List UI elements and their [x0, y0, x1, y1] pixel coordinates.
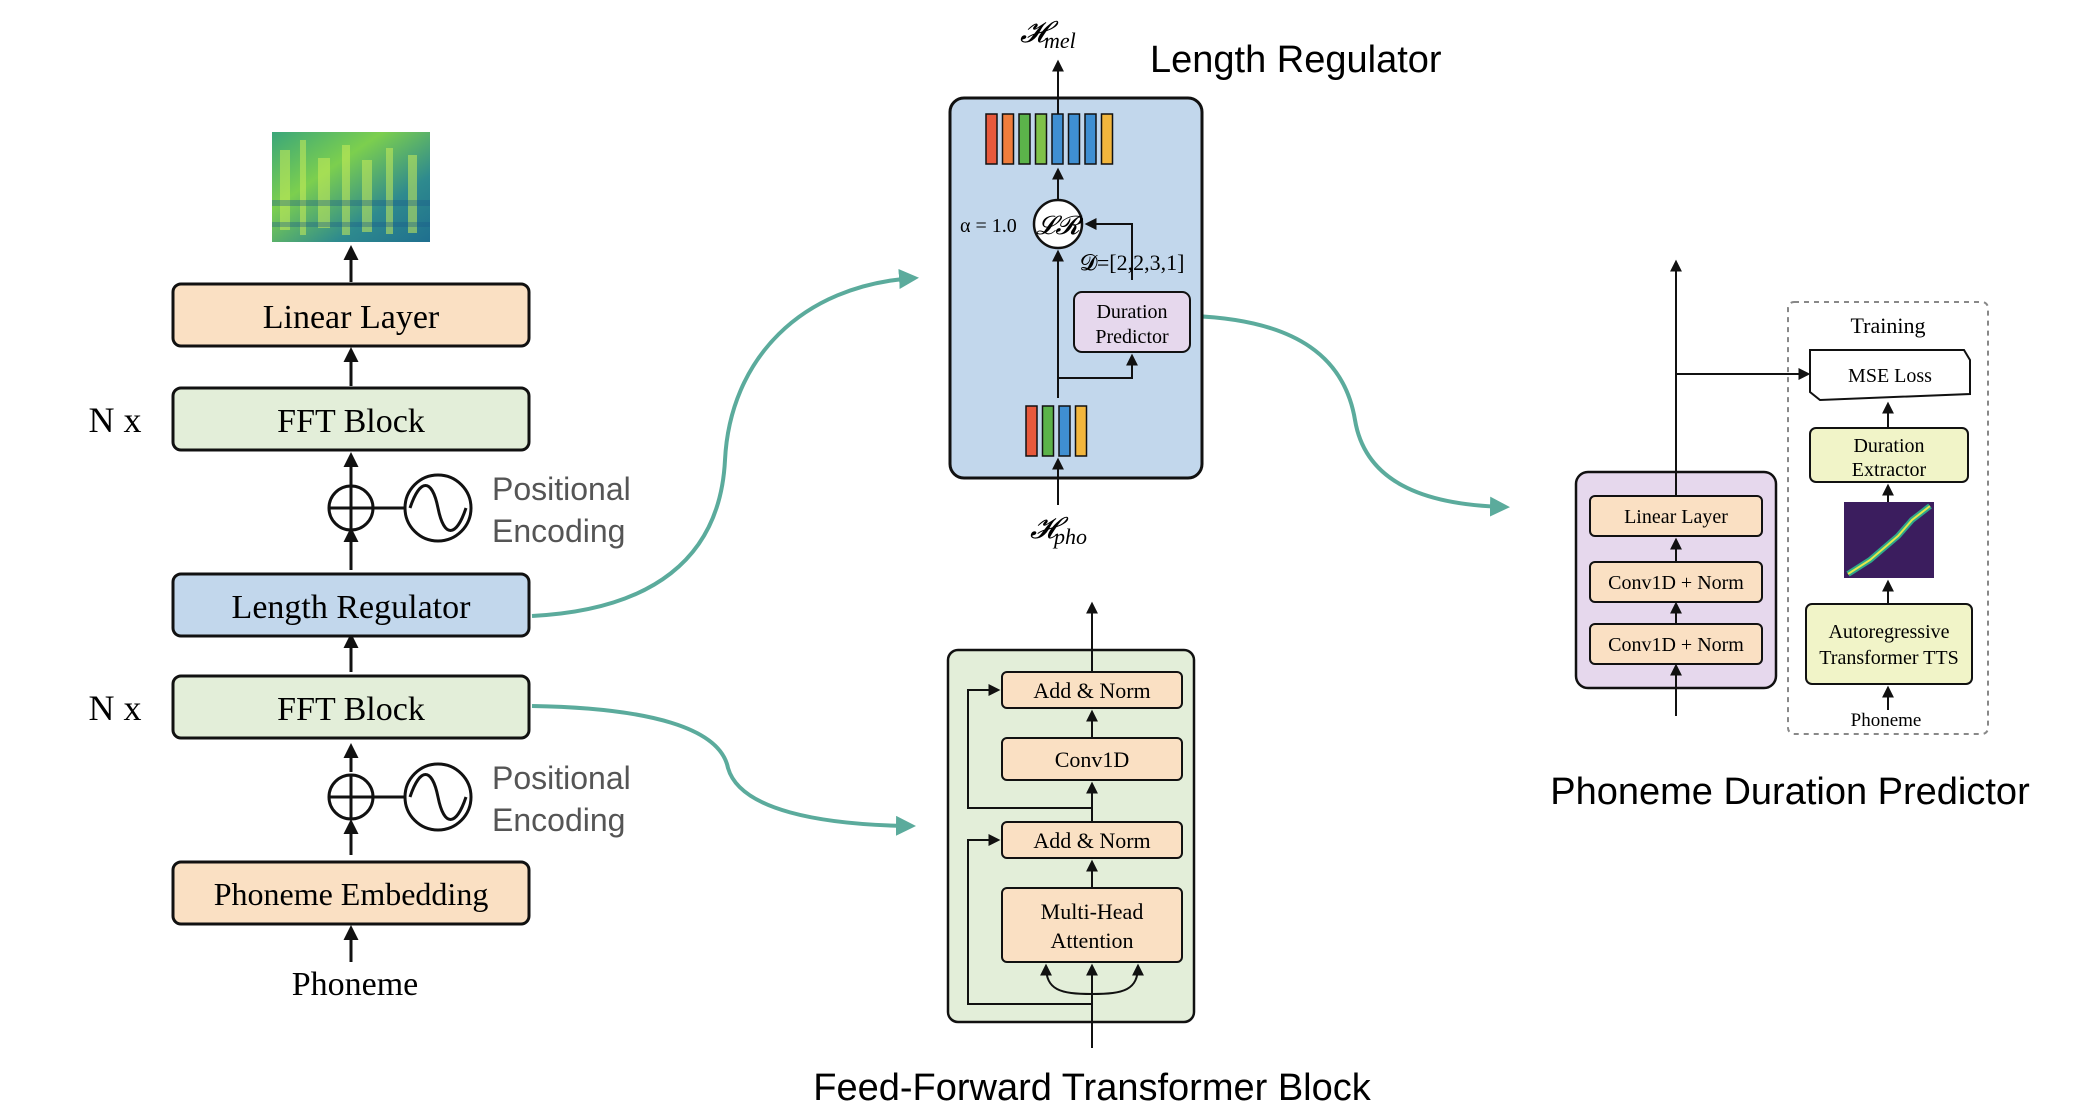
connector-duration-predictor: [1191, 314, 1510, 517]
nx-top-label: N x: [89, 400, 142, 440]
conv1d-label: Conv1D: [1055, 747, 1130, 772]
feature-bar: [985, 113, 998, 165]
positional-encoding-bottom: [327, 762, 473, 832]
dur-conv2-label: Conv1D + Norm: [1608, 634, 1744, 656]
h-mel-subscript: mel: [1044, 28, 1076, 53]
duration-vector-label: 𝓓=[2,2,3,1]: [1080, 250, 1184, 275]
feature-bar: [1084, 113, 1097, 165]
connector-length-regulator: [531, 269, 919, 618]
training-label: Training: [1851, 313, 1926, 338]
lr-operator-circle: [1032, 198, 1084, 250]
lr-panel: [948, 96, 1204, 480]
mha-line2: Attention: [1050, 928, 1133, 953]
duration-predictor-line2: Predictor: [1095, 326, 1169, 348]
length-regulator-label: Length Regulator: [232, 589, 472, 626]
add-norm-bottom-box: [1001, 821, 1183, 859]
feature-bar: [1074, 405, 1088, 457]
feature-bar: [1041, 405, 1055, 457]
dur-phoneme-label: Phoneme: [1851, 710, 1922, 731]
fft-panel-title: Feed-Forward Transformer Block: [813, 1067, 1371, 1109]
feature-bar: [1051, 113, 1064, 165]
duration-predictor-line1: Duration: [1096, 301, 1167, 323]
add-norm-bottom-label: Add & Norm: [1033, 828, 1150, 853]
add-norm-top-label: Add & Norm: [1033, 678, 1150, 703]
conv1d-box: [1001, 737, 1183, 781]
positional-encoding-top: [327, 473, 473, 543]
autoregressive-tts-box: [1805, 603, 1973, 685]
linear-layer-box: [171, 282, 531, 348]
dur-conv1-label: Conv1D + Norm: [1608, 572, 1744, 594]
duration-extractor-line2: Extractor: [1852, 459, 1927, 481]
feature-bar: [1100, 113, 1114, 165]
duration-extractor-line1: Duration: [1853, 435, 1924, 457]
phoneme-embedding-label: Phoneme Embedding: [214, 876, 489, 912]
spectrogram-image: [272, 132, 430, 242]
add-norm-top-box: [1001, 671, 1183, 709]
feature-bar: [1058, 405, 1071, 457]
feature-bar: [1034, 113, 1048, 165]
dur-panel-title: Phoneme Duration Predictor: [1550, 771, 2030, 813]
phoneme-input-label: Phoneme: [292, 966, 419, 1003]
lr-operator-symbol: 𝓛𝓡: [1036, 211, 1084, 240]
positional-bottom-line1: Positional: [492, 760, 631, 796]
fft-block-bottom-box: [171, 674, 531, 740]
fft-block-top-box: [171, 386, 531, 452]
multi-head-attention-box: [1001, 887, 1183, 963]
mse-loss-label: MSE Loss: [1848, 365, 1932, 387]
duration-predictor-box: [1073, 291, 1191, 353]
duration-extractor-box: [1809, 427, 1969, 483]
feature-bar: [1018, 113, 1031, 165]
feature-bar: [1025, 405, 1038, 457]
length-regulator-box: [171, 572, 531, 638]
dur-linear-layer-label: Linear Layer: [1624, 506, 1728, 528]
feature-bar: [1067, 113, 1081, 165]
lr-title: Length Regulator: [1150, 39, 1442, 81]
lr-top-bars: [985, 113, 1114, 165]
connector-fft-block: [531, 704, 916, 836]
training-box: [1787, 301, 1989, 735]
positional-top-line1: Positional: [492, 471, 631, 507]
nx-bottom-label: N x: [89, 688, 142, 728]
linear-layer-label: Linear Layer: [263, 299, 440, 336]
ar-tts-line1: Autoregressive: [1828, 621, 1949, 643]
fft-block-top-label: FFT Block: [277, 403, 425, 440]
mha-line1: Multi-Head: [1041, 899, 1144, 924]
lr-bottom-bars: [1025, 405, 1088, 457]
feature-bar: [1001, 113, 1015, 165]
phoneme-embedding-box: [171, 860, 531, 926]
positional-top-line2: Encoding: [492, 513, 625, 549]
mse-loss-box: [1809, 349, 1971, 402]
ar-tts-line2: Transformer TTS: [1819, 647, 1958, 669]
fft-block-bottom-label: FFT Block: [277, 691, 425, 728]
alpha-label: α = 1.0: [960, 215, 1017, 237]
attention-alignment-image: [1844, 502, 1934, 578]
positional-bottom-line2: Encoding: [492, 802, 625, 838]
h-pho-subscript: pho: [1052, 524, 1087, 549]
